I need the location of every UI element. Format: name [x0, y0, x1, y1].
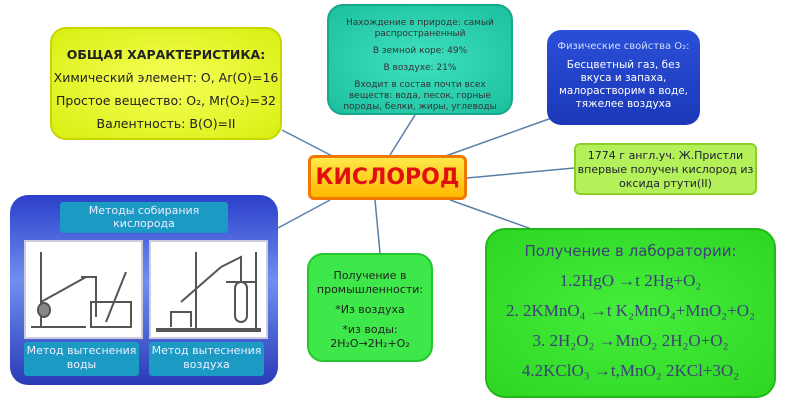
nature-line: Входит в состав почти всех веществ: вода…: [343, 80, 497, 112]
industry-line: *из воды:: [342, 323, 398, 336]
physical-text: Бесцветный газ, без вкуса и запаха, мало…: [558, 59, 689, 110]
lab-formula: 2. 2KMnO₄ →t K₂MnO₄+MnO₂+O₂: [505, 301, 756, 320]
air-displacement-apparatus-image: [149, 240, 268, 339]
industry-line: Получение в промышленности:: [316, 269, 424, 296]
nature-line: В воздухе: 21%: [383, 63, 457, 73]
lab-formula: 1.2HgO →t 2Hg+O₂: [559, 271, 702, 290]
method-water-label: Метод вытеснения воды: [24, 342, 139, 376]
center-title: КИСЛОРОД: [308, 155, 467, 200]
water-displacement-apparatus-image: [24, 240, 143, 339]
nature-line: Нахождение в природе: самый распростране…: [346, 18, 494, 39]
methods-title: Методы собирания кислорода: [60, 202, 228, 233]
industry-line: *Из воздуха: [335, 303, 405, 316]
general-characteristics-box: ОБЩАЯ ХАРАКТЕРИСТИКА: Химический элемент…: [50, 27, 282, 140]
priestley-box: 1774 г англ.уч. Ж.Пристли впервые получе…: [574, 143, 757, 195]
general-line: Валентность: B(O)=II: [96, 116, 236, 131]
lab-formula: 4.2KClO₃ →t,MnO₂ 2KCl+3O₂: [521, 361, 740, 380]
method-air-label: Метод вытеснения воздуха: [149, 342, 264, 376]
industry-box: Получение в промышленности: *Из воздуха …: [307, 253, 433, 362]
laboratory-box: Получение в лаборатории: 1.2HgO →t 2Hg+O…: [485, 228, 776, 398]
lab-title: Получение в лаборатории:: [524, 242, 737, 260]
physical-title: Физические свойства O₂:: [557, 41, 690, 52]
physical-properties-box: Физические свойства O₂: Бесцветный газ, …: [547, 30, 700, 125]
general-line: Химический элемент: O, Ar(O)=16: [53, 70, 279, 85]
general-line: Простое вещество: O₂, Mr(O₂)=32: [55, 93, 277, 108]
lab-formula: 3. 2H₂O₂ →MnO₂ 2H₂O+O₂: [532, 331, 729, 350]
nature-line: В земной коре: 49%: [372, 46, 468, 56]
nature-box: Нахождение в природе: самый распростране…: [327, 4, 513, 115]
industry-line: 2H₂O→2H₂+O₂: [330, 337, 410, 350]
general-title: ОБЩАЯ ХАРАКТЕРИСТИКА:: [66, 47, 266, 62]
collection-methods-box: Методы собирания кислорода Метод вытесне…: [10, 195, 278, 385]
